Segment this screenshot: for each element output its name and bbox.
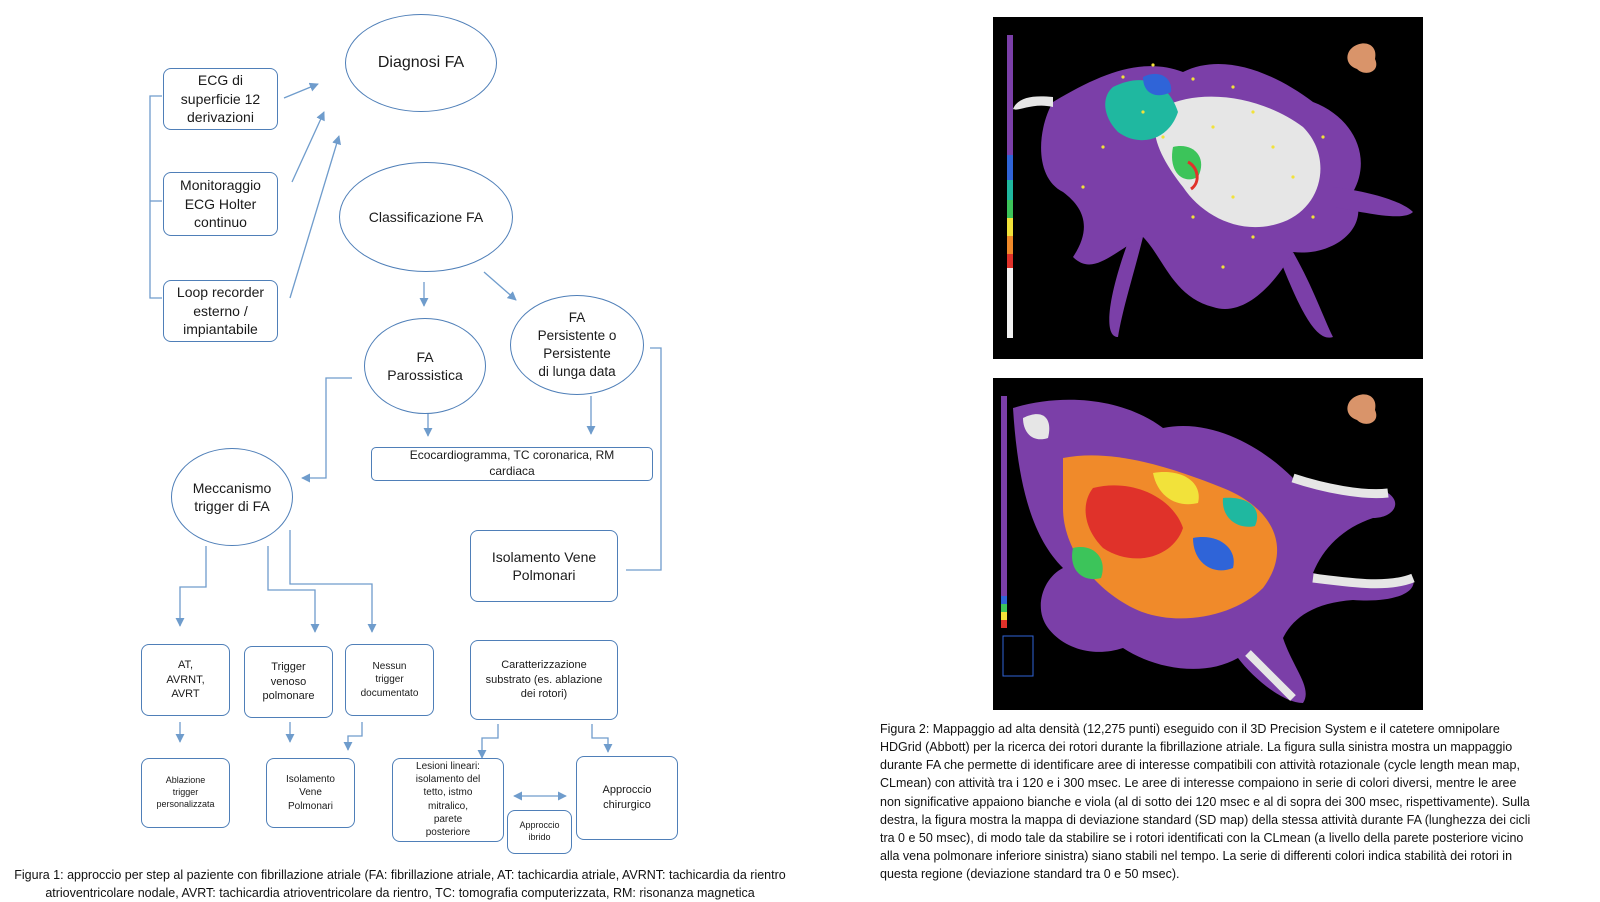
flowchart-connectors (149, 82, 662, 801)
node-caratterizzazione-substrato: Caratterizzazione substrato (es. ablazio… (470, 640, 618, 720)
node-fa-persistente: FA Persistente o Persistente di lunga da… (510, 295, 644, 395)
arrow-caratt-to-lesioni (477, 724, 499, 759)
arrow-nessun-to-isolamento (343, 722, 363, 751)
node-ablazione-trigger: Ablazione trigger personalizzata (141, 758, 230, 828)
sd-map-image (993, 378, 1423, 710)
node-diagnosi-fa: Diagnosi FA (345, 14, 497, 112)
arrow-loop-to-diagnosi (289, 135, 341, 299)
arrow-persistente-to-isolamento (626, 347, 662, 571)
node-approccio-ibrido: Approccio ibrido (507, 810, 572, 854)
node-isolamento-vene: Isolamento Vene Polmonari (266, 758, 355, 828)
node-holter: Monitoraggio ECG Holter continuo (163, 172, 278, 236)
node-fa-parossistica: FA Parossistica (364, 318, 486, 414)
arrow-caratt-to-chirurgico (591, 724, 613, 753)
figure2-caption: Figura 2: Mappaggio ad alta densità (12,… (880, 722, 1531, 881)
arrow-meccanismo-to-venoso (267, 546, 320, 633)
node-ecg-superficie: ECG di superficie 12 derivazioni (163, 68, 278, 130)
arrow-class-to-persistente (483, 271, 517, 301)
arrow-meccanismo-to-at (175, 546, 207, 627)
node-loop-recorder: Loop recorder esterno / impiantabile (163, 280, 278, 342)
arrow-holter-to-diagnosi (291, 111, 325, 183)
node-meccanismo-trigger: Meccanismo trigger di FA (171, 448, 293, 546)
figure1-caption: Figura 1: approccio per step al paziente… (14, 868, 786, 901)
node-lesioni-lineari: Lesioni lineari: isolamento del tetto, i… (392, 758, 504, 842)
cl-mean-map-image (993, 17, 1423, 359)
node-trigger-venoso: Trigger venoso polmonare (244, 646, 333, 718)
arrow-meccanismo-to-nessun (289, 530, 377, 633)
arrow-parossistica-to-meccanismo (301, 377, 352, 483)
node-ecocardiogramma: Ecocardiogramma, TC coronarica, RM cardi… (371, 447, 653, 481)
node-isolamento-vene-polmonari: Isolamento Vene Polmonari (470, 530, 618, 602)
node-at-avrnt-avrt: AT, AVRNT, AVRT (141, 644, 230, 716)
node-classificazione-fa: Classificazione FA (339, 162, 513, 272)
diagnostic-bracket (149, 95, 162, 299)
arrow-ecg-to-diagnosi (283, 82, 319, 99)
node-approccio-chirurgico: Approccio chirurgico (576, 756, 678, 840)
node-nessun-trigger: Nessun trigger documentato (345, 644, 434, 716)
